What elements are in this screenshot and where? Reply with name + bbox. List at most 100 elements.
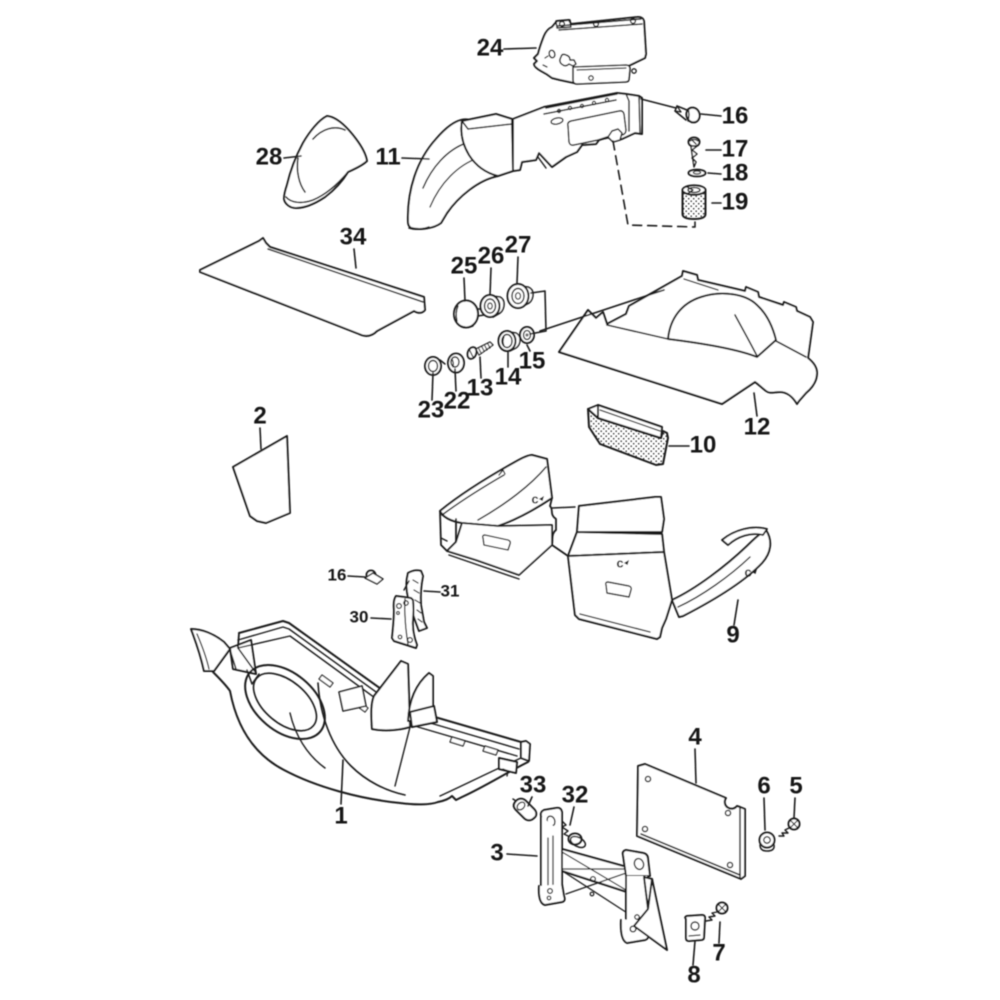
callout-leader-16: [700, 113, 722, 117]
callout-leader-28: [283, 155, 302, 159]
part-19-spacer-sleeve: [681, 184, 707, 220]
callout-label-19: 19: [722, 188, 749, 215]
callout-label-13: 13: [467, 374, 494, 401]
callout-label-28: 28: [256, 143, 283, 170]
callout-leader-27: [516, 256, 519, 284]
callout-leader-23: [431, 372, 434, 401]
part-2-lining-piece: [232, 435, 291, 524]
connector-line: [539, 289, 665, 332]
callout-leader-12: [753, 392, 758, 417]
callout-label-4: 4: [688, 723, 702, 750]
part-10-damping-pad: [587, 404, 669, 466]
callout-label-12: 12: [744, 413, 771, 440]
callout-label-2: 2: [253, 402, 266, 429]
callout-label-27: 27: [505, 231, 532, 258]
callout-leader-1: [340, 759, 344, 805]
callout-leader-30: [370, 617, 392, 620]
part-11-wheel-house-liner: [406, 92, 643, 231]
part-32-screw: [560, 819, 587, 849]
callout-label-15: 15: [519, 347, 546, 374]
reference-mark-c: c: [616, 555, 623, 570]
callout-leader-13: [479, 356, 482, 379]
part-4-panel: [636, 763, 746, 880]
callout-leader-32: [569, 806, 575, 826]
callout-leader-5: [793, 797, 796, 819]
callout-label-24: 24: [477, 34, 504, 61]
reference-mark-arrow: [539, 496, 544, 501]
connector-line: [529, 290, 547, 335]
connector-line-dashed: [612, 140, 696, 228]
callout-label-18: 18: [722, 159, 749, 186]
callout-leader-6: [763, 797, 766, 831]
part-1-front-floor-lining: [190, 620, 531, 806]
callout-label-34: 34: [340, 223, 367, 250]
callout-label-25: 25: [451, 252, 478, 279]
callout-label-9: 9: [726, 621, 739, 648]
callout-label-31: 31: [441, 581, 460, 600]
callout-leader-7: [718, 921, 721, 944]
part-24-side-panel: [533, 16, 647, 85]
callout-leader-9: [733, 599, 739, 626]
callout-label-11: 11: [375, 143, 400, 170]
connector-line: [640, 98, 677, 109]
callout-label-7: 7: [712, 939, 725, 966]
callout-label-16: 16: [722, 102, 749, 129]
connector-lines: [529, 98, 696, 335]
part-16-clip: [364, 569, 384, 585]
callout-label-16: 16: [328, 565, 347, 584]
callout-leader-16: [347, 575, 366, 578]
part-30-bracket: [391, 595, 418, 649]
part-25-plug: [453, 299, 485, 329]
callout-label-10: 10: [690, 431, 717, 458]
part-15-grommet: [519, 326, 535, 344]
part-17-screw: [687, 136, 701, 168]
callout-label-8: 8: [687, 961, 700, 988]
part-3-support: [537, 806, 668, 951]
part-28-wheel-house-cover: [283, 115, 368, 209]
callout-leader-8: [692, 940, 696, 966]
reference-mark-arrow: [624, 560, 629, 565]
part-9-floor-covering: [439, 454, 772, 640]
callout-leader-24: [503, 47, 537, 50]
reference-mark-c: c: [531, 491, 538, 506]
callout-leader-15: [526, 344, 531, 352]
callout-leader-18: [707, 172, 722, 175]
part-27-grommet: [506, 283, 534, 309]
part-31-bracket: [403, 569, 428, 632]
part-14-grommet: [497, 330, 521, 352]
callout-leader-25: [463, 277, 466, 302]
part-6-grommet: [758, 831, 776, 852]
reference-mark-arrow: [752, 569, 757, 574]
callout-label-17: 17: [722, 135, 749, 162]
callout-leader-22: [454, 368, 457, 392]
callout-leader-3: [506, 853, 538, 857]
part-18-washer: [687, 168, 707, 178]
callout-leader-31: [423, 590, 441, 593]
part-34-cover-strip: [199, 237, 426, 337]
callout-label-5: 5: [789, 772, 802, 799]
callout-leader-11: [401, 157, 430, 160]
part-8-clip-nut: [684, 914, 706, 942]
callout-leader-26: [489, 267, 492, 296]
part-7-screw: [705, 901, 729, 922]
part-22-washer: [447, 352, 465, 374]
callout-label-6: 6: [757, 772, 770, 799]
callout-label-23: 23: [418, 396, 445, 423]
reference-mark-c: c: [744, 564, 751, 579]
callout-label-14: 14: [495, 363, 522, 390]
callout-leader-2: [259, 427, 262, 450]
part-5-screw: [778, 817, 801, 837]
callout-label-32: 32: [562, 781, 589, 808]
callout-label-33: 33: [520, 771, 547, 798]
part-16-expanding-rivet: [674, 105, 701, 124]
part-33-spacer: [512, 797, 538, 822]
part-12-rear-lining: [558, 270, 818, 405]
callout-label-1: 1: [334, 802, 347, 829]
callout-leader-33: [527, 796, 533, 807]
callout-label-22: 22: [444, 387, 471, 414]
part-26-grommet: [479, 294, 505, 318]
callout-label-3: 3: [490, 839, 503, 866]
